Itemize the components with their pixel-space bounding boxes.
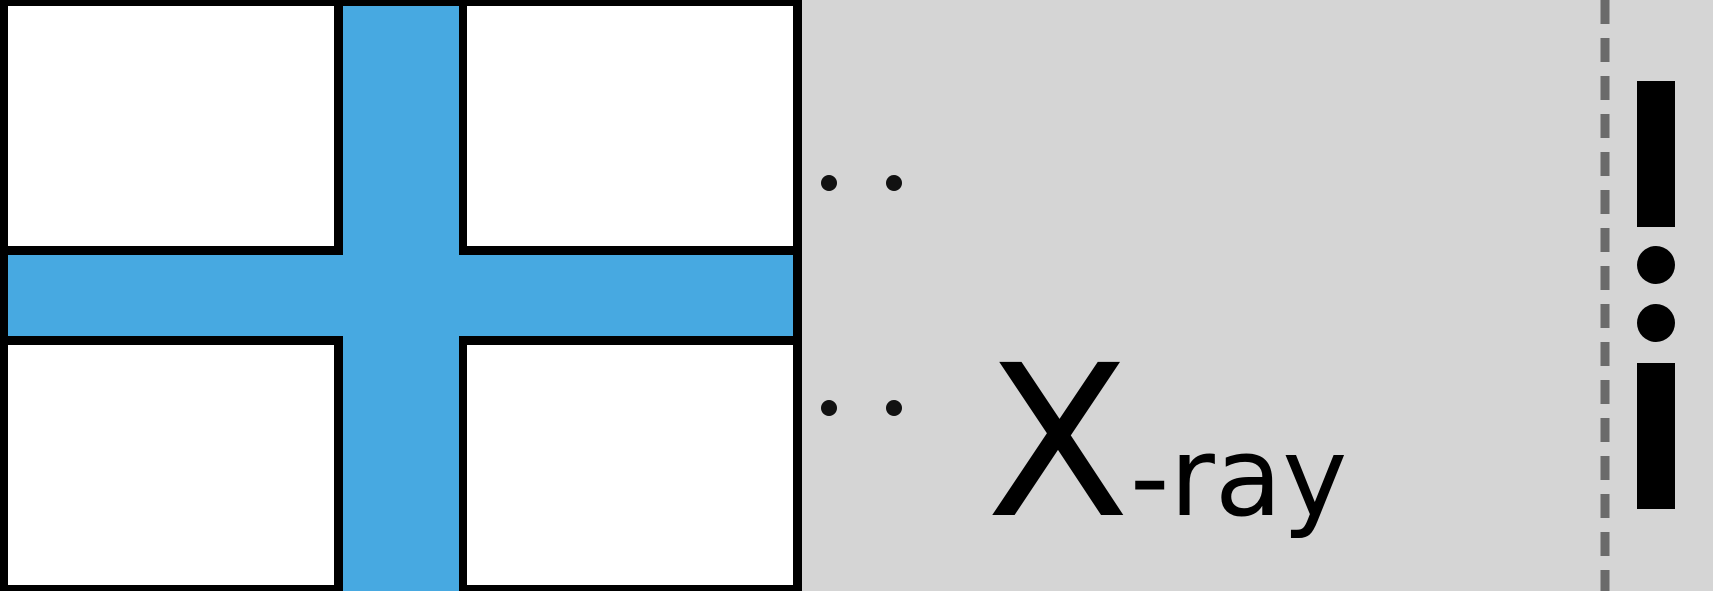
xray-main-letter: X <box>986 320 1130 565</box>
symbol-bottom-bar <box>1637 363 1675 509</box>
cross-grid <box>0 0 802 591</box>
xray-suffix: -ray <box>1130 413 1347 541</box>
cell-top-left <box>8 6 334 246</box>
ellipsis-icon <box>821 400 902 416</box>
dot <box>821 175 837 191</box>
dot <box>821 400 837 416</box>
dot <box>886 175 902 191</box>
cell-bottom-right <box>466 345 793 585</box>
xray-label: X-ray <box>986 320 1347 565</box>
symbol-dot-lower <box>1637 304 1675 342</box>
grid-right-edge <box>794 0 802 591</box>
cell-top-right <box>466 6 793 246</box>
symbol-dot-upper <box>1637 246 1675 284</box>
cell-bottom-left <box>8 345 334 585</box>
ellipsis-icon <box>821 175 902 191</box>
symbol-top-bar <box>1637 81 1675 227</box>
cross-horizontal-bar <box>8 255 794 336</box>
dot <box>886 400 902 416</box>
exclamation-bar-icon <box>1637 81 1675 509</box>
